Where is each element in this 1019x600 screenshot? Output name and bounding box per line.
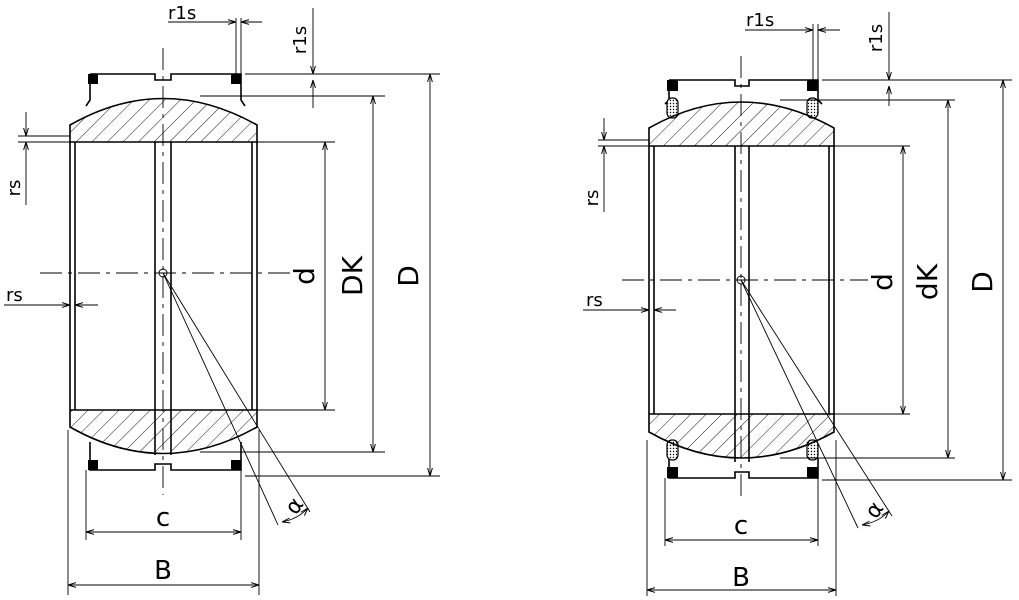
right-retainer-top-left — [667, 80, 678, 91]
right-inner-ring-bottom-section — [648, 413, 835, 459]
right-label-r1s: r1s — [746, 10, 774, 31]
left-label-d: d — [288, 267, 321, 285]
left-bearing-drawing: α D DK d B c — [4, 3, 440, 595]
left-dim-r1s-vertical: r1s — [290, 8, 313, 108]
right-label-dK: dK — [911, 263, 944, 300]
left-center-lines — [40, 48, 290, 495]
left-dim-rs-vertical: rs — [4, 112, 70, 205]
left-label-D: D — [392, 265, 425, 287]
right-center-lines — [622, 56, 868, 500]
right-retainer-bottom-left — [667, 467, 678, 478]
left-center-point — [158, 268, 168, 278]
right-dim-rs-horizontal: rs — [583, 290, 676, 311]
right-label-B: B — [732, 563, 750, 593]
right-outer-ring — [664, 79, 823, 479]
left-inner-ring-bottom-section — [69, 409, 258, 455]
right-bearing-drawing: α D dK d B c — [582, 10, 1012, 596]
left-dim-rs-horizontal: rs — [4, 285, 98, 306]
right-center-point — [736, 275, 746, 285]
right-retainer-top-right — [807, 80, 818, 91]
right-dim-r1s-horizontal: r1s — [745, 10, 840, 80]
left-inner-ring-bore — [69, 142, 258, 455]
right-label-D: D — [966, 271, 999, 293]
right-inner-ring-top-section — [648, 101, 835, 147]
right-label-rs-vertical: rs — [582, 190, 603, 207]
left-retainer-bottom-left — [88, 460, 98, 470]
right-label-r1s-vertical: r1s — [866, 24, 887, 52]
left-label-C: c — [156, 503, 170, 533]
right-tilt-angle: α — [740, 279, 893, 529]
right-extension-lines — [646, 79, 1012, 596]
left-extension-lines — [67, 73, 440, 595]
left-retainer-bottom-right — [231, 460, 241, 470]
left-label-r1s: r1s — [168, 3, 196, 24]
right-label-d: d — [866, 273, 899, 291]
left-dim-r1s-horizontal: r1s — [168, 3, 262, 74]
right-alpha-label: α — [860, 497, 889, 523]
right-dim-rs-vertical: rs — [582, 118, 649, 212]
left-retainer-top-left — [88, 74, 98, 84]
left-label-rs-vertical: rs — [4, 180, 25, 197]
left-label-B: B — [154, 556, 172, 586]
left-retainer-top-right — [231, 74, 241, 84]
right-retainer-bottom-right — [807, 467, 818, 478]
right-dim-r1s-vertical: r1s — [866, 12, 889, 106]
left-tilt-angle: α — [162, 272, 311, 526]
left-inner-ring-top-section — [69, 97, 258, 143]
right-label-rs: rs — [586, 290, 603, 311]
left-label-rs: rs — [6, 285, 23, 306]
left-alpha-label: α — [280, 493, 309, 519]
left-label-DK: DK — [336, 255, 369, 296]
right-label-C: c — [734, 511, 748, 541]
left-label-r1s-vertical: r1s — [290, 26, 311, 54]
